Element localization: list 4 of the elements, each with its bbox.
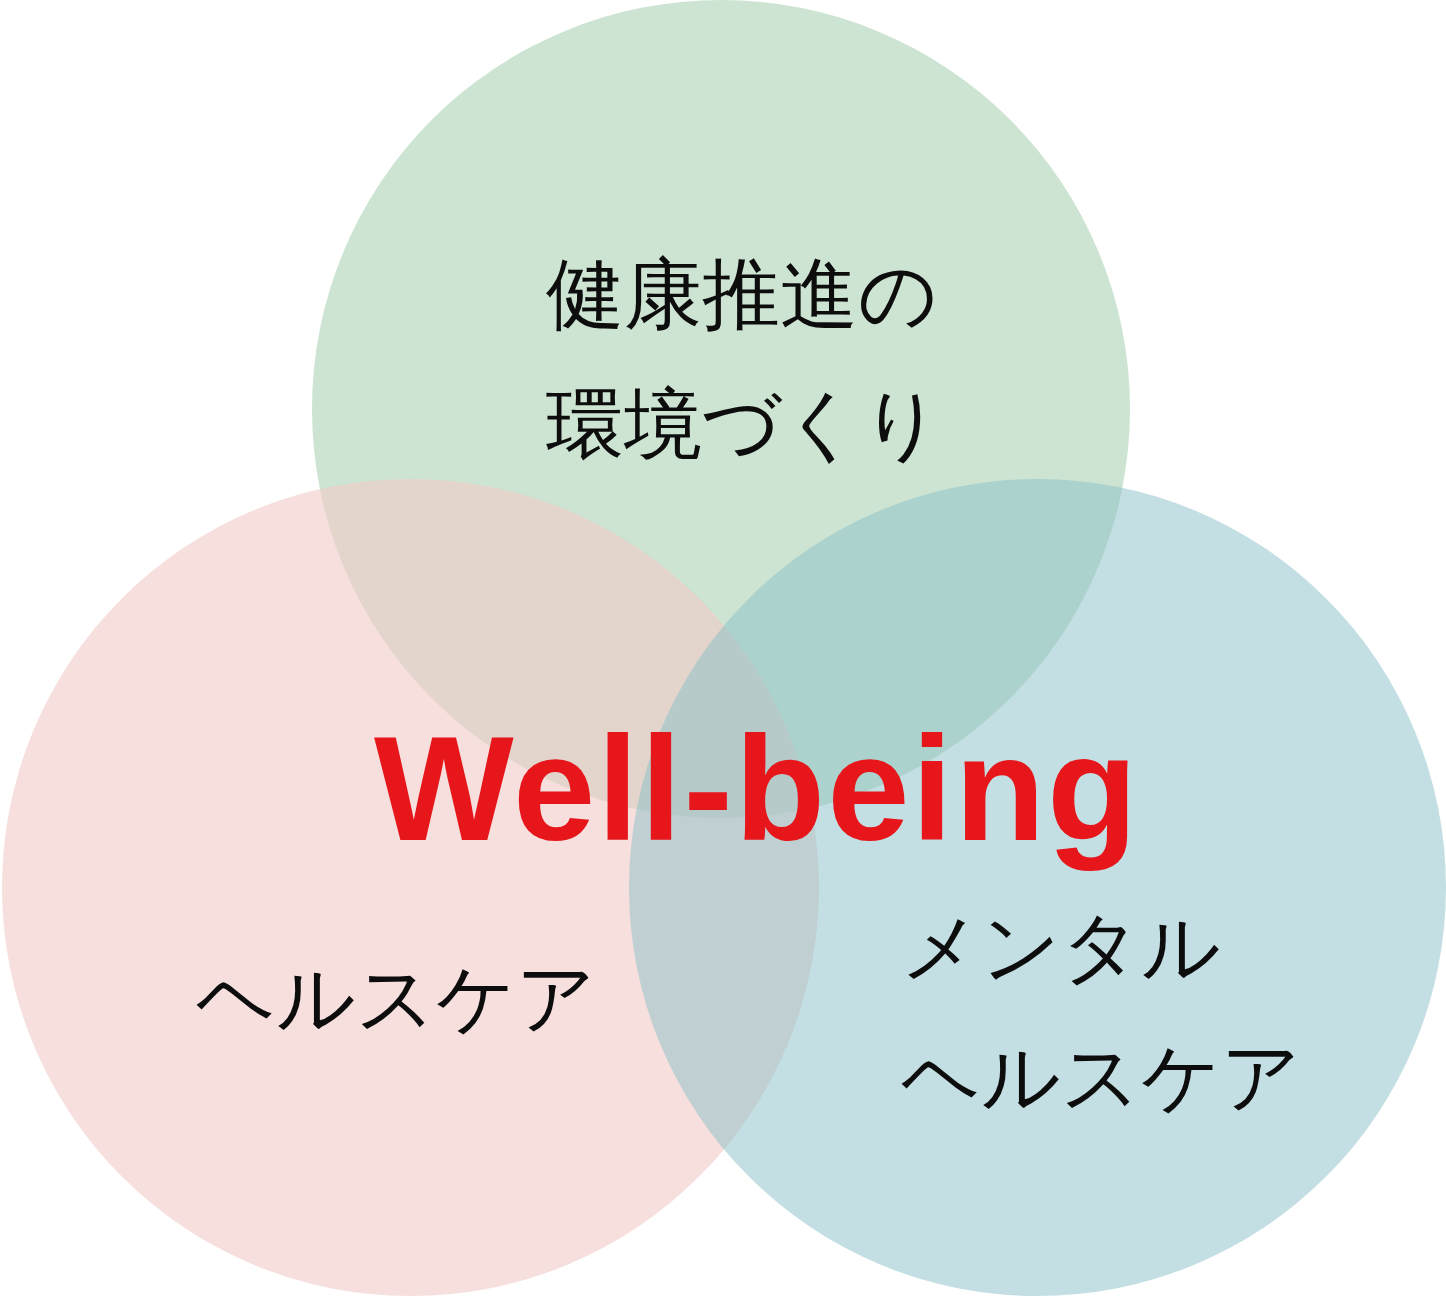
circle-label: メンタルヘルスケア bbox=[901, 901, 1302, 1124]
circle-label: 健康推進の環境づくり bbox=[546, 248, 943, 471]
circle-label: ヘルスケア bbox=[196, 952, 597, 1045]
center-label: Well-being bbox=[374, 705, 1140, 873]
